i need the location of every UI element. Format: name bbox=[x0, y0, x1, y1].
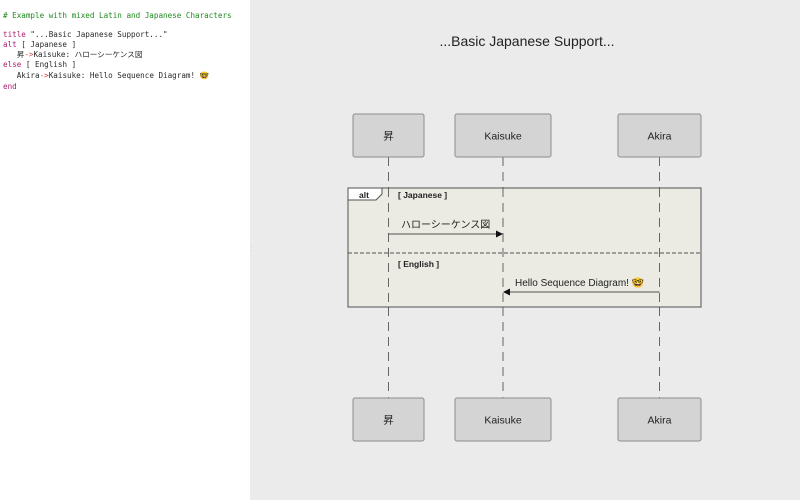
code-line: 昇->Kaisuke: ハローシーケンス図 bbox=[3, 49, 143, 60]
alt-fragment bbox=[347, 187, 702, 308]
fragment-condition: [ Japanese ] bbox=[398, 190, 447, 200]
participant-label: 昇 bbox=[383, 415, 394, 427]
code-token: title bbox=[3, 30, 26, 39]
fragment-keyword-tab bbox=[347, 187, 383, 201]
code-token: else bbox=[3, 60, 22, 69]
message-arrowhead bbox=[503, 288, 510, 296]
participant-label: Akira bbox=[648, 131, 672, 143]
participant-foot-p2 bbox=[454, 397, 552, 442]
participant-head-p2 bbox=[454, 113, 552, 158]
fragment-condition: [ English ] bbox=[398, 259, 439, 269]
sequence-diagram: ...Basic Japanese Support... alt [ Japanes… bbox=[347, 33, 702, 442]
code-line: end bbox=[3, 81, 17, 92]
code-line: title "...Basic Japanese Support..." bbox=[3, 29, 168, 40]
participant-label: Kaisuke bbox=[484, 415, 522, 427]
message-label: Hello Sequence Diagram! 🤓 bbox=[515, 277, 645, 289]
code-token: alt bbox=[3, 40, 17, 49]
split-divider-handle[interactable]: ⁚ bbox=[250, 246, 253, 253]
code-token: 昇 bbox=[3, 50, 25, 59]
participant-label: 昇 bbox=[383, 131, 394, 143]
code-editor[interactable]: # Example with mixed Latin and Japanese … bbox=[0, 0, 250, 500]
code-token: [ Japanese ] bbox=[16, 40, 77, 49]
code-token: Akira bbox=[3, 71, 40, 80]
participant-foot-p1 bbox=[352, 397, 425, 442]
fragment-keyword: alt bbox=[359, 190, 369, 200]
code-token: -> bbox=[39, 71, 49, 80]
code-token: [ English ] bbox=[21, 60, 77, 69]
participant-label: Kaisuke bbox=[484, 131, 522, 143]
code-line: Akira->Kaisuke: Hello Sequence Diagram! … bbox=[3, 70, 209, 81]
participant-head-p1 bbox=[352, 113, 425, 158]
diagram-preview: ...Basic Japanese Support... alt [ Japanes… bbox=[250, 0, 800, 500]
participant-foot-p3 bbox=[617, 397, 702, 442]
message-arrowhead bbox=[496, 230, 503, 238]
code-line: alt [ Japanese ] bbox=[3, 39, 76, 50]
message-label: ハローシーケンス図 bbox=[401, 219, 490, 231]
code-token: "...Basic Japanese Support..." bbox=[25, 30, 168, 39]
code-line: else [ English ] bbox=[3, 59, 76, 70]
code-token: end bbox=[3, 82, 17, 91]
diagram-title: ...Basic Japanese Support... bbox=[439, 33, 614, 49]
code-token: -> bbox=[24, 50, 34, 59]
participant-label: Akira bbox=[648, 415, 672, 427]
code-token: # Example with mixed Latin and Japanese … bbox=[3, 11, 232, 20]
code-token: Kaisuke: Hello Sequence Diagram! 🤓 bbox=[48, 71, 210, 80]
participant-head-p3 bbox=[617, 113, 702, 158]
code-token: Kaisuke: ハローシーケンス図 bbox=[33, 50, 143, 59]
code-line: # Example with mixed Latin and Japanese … bbox=[3, 10, 232, 21]
